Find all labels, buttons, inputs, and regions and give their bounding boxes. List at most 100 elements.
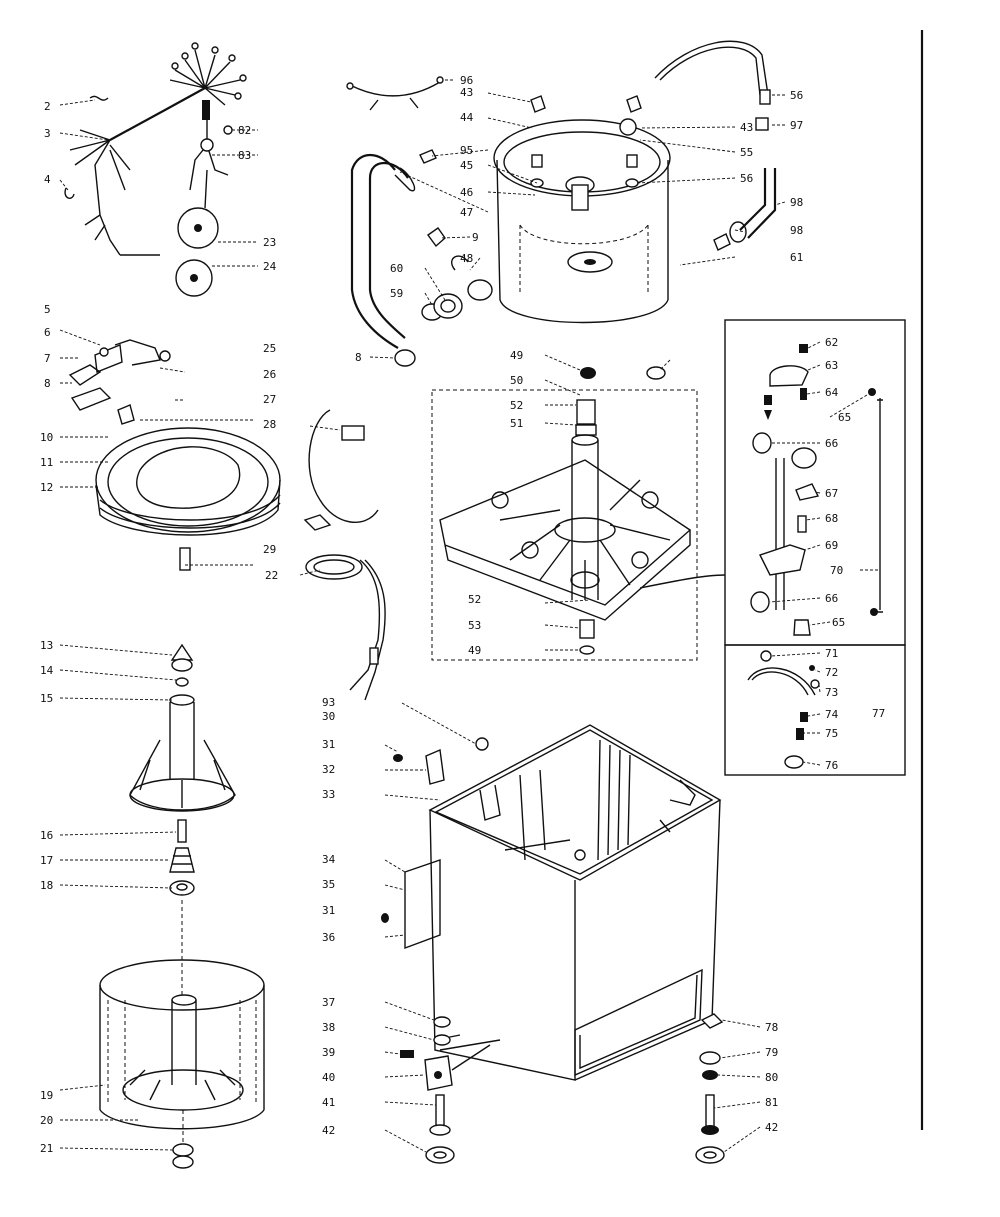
callout-25: 25 [263, 342, 276, 355]
callout-17: 17 [40, 854, 53, 867]
callout-6: 6 [44, 326, 51, 339]
callout-37: 37 [322, 996, 335, 1009]
cabinet [428, 724, 722, 1081]
callout-26: 26 [263, 368, 276, 381]
lid-switch-parts [68, 339, 171, 425]
callout-5: 5 [44, 303, 51, 316]
callout-24: 24 [263, 260, 277, 273]
callout-8b: 8 [355, 351, 362, 364]
callout-38: 38 [322, 1021, 335, 1034]
callout-82: 82 [238, 124, 251, 137]
callout-70: 70 [830, 564, 843, 577]
leveling-leg-parts [695, 1013, 725, 1164]
callout-52a: 52 [510, 399, 523, 412]
callout-48: 48 [460, 252, 473, 265]
callout-31a: 31 [322, 738, 335, 751]
callout-45: 45 [460, 159, 473, 172]
callout-39: 39 [322, 1046, 335, 1059]
callout-10: 10 [40, 431, 53, 444]
callout-84: 93 [322, 696, 335, 709]
callout-56a: 56 [740, 172, 753, 185]
callout-32: 32 [322, 763, 335, 776]
callout-11: 11 [40, 456, 53, 469]
agitator [129, 694, 236, 812]
suspension-inset [724, 319, 906, 646]
callout-20: 20 [40, 1114, 53, 1127]
callout-83: 83 [238, 149, 251, 162]
callout-78: 78 [765, 1021, 778, 1034]
callout-95: 96 [460, 74, 473, 87]
callout-16: 16 [40, 829, 53, 842]
callout-18: 18 [40, 879, 53, 892]
callout-77: 77 [872, 707, 885, 720]
callout-59: 59 [390, 287, 403, 300]
callout-49a: 49 [510, 349, 523, 362]
callout-69: 69 [825, 539, 838, 552]
fill-hose [654, 40, 777, 239]
callout-60: 60 [390, 262, 403, 275]
callout-79: 79 [765, 1046, 778, 1059]
callout-81: 81 [765, 1096, 778, 1109]
brake-inset [724, 644, 906, 776]
callout-72: 72 [825, 666, 838, 679]
callout-34: 34 [322, 853, 336, 866]
callout-52b: 52 [468, 593, 481, 606]
callout-80: 80 [765, 1071, 778, 1084]
callout-2: 2 [44, 100, 51, 113]
callout-50: 50 [510, 374, 523, 387]
callout-23: 23 [263, 236, 276, 249]
callout-96: 97 [790, 119, 803, 132]
callout-65b: 65 [832, 616, 845, 629]
hoses-and-pump [346, 76, 493, 367]
callout-35: 35 [322, 878, 335, 891]
callout-33: 33 [322, 788, 335, 801]
callout-9: 9 [472, 231, 479, 244]
callout-41: 41 [322, 1096, 335, 1109]
callout-40: 40 [322, 1071, 335, 1084]
callout-7: 7 [44, 352, 51, 365]
callout-15: 15 [40, 692, 53, 705]
callout-43a: 43 [460, 86, 473, 99]
leader-lines [59, 79, 880, 1153]
callout-22: 22 [265, 569, 278, 582]
callout-75: 75 [825, 727, 838, 740]
callout-13: 13 [40, 639, 53, 652]
callout-76: 76 [825, 759, 838, 772]
callout-42b: 42 [765, 1121, 778, 1134]
callout-19: 19 [40, 1089, 53, 1102]
callout-labels: 2 3 4 5 6 7 8 10 11 12 13 14 15 16 17 18… [40, 74, 885, 1155]
callout-21: 21 [40, 1142, 53, 1155]
callout-27: 27 [263, 393, 276, 406]
callout-47: 47 [460, 206, 473, 219]
callout-98: 98 [790, 224, 803, 237]
callout-42a: 42 [322, 1124, 335, 1137]
callout-43b: 43 [740, 121, 753, 134]
callout-71: 71 [825, 647, 838, 660]
callout-67: 67 [825, 487, 838, 500]
callout-53: 53 [468, 619, 481, 632]
callout-56b: 56 [790, 89, 803, 102]
callout-74: 74 [825, 708, 839, 721]
callout-61: 61 [790, 251, 803, 264]
outer-tub [493, 95, 747, 324]
callout-28: 28 [263, 418, 276, 431]
callout-55: 55 [740, 146, 753, 159]
tub-ring [95, 427, 281, 571]
wiring-harness [64, 42, 247, 297]
callout-36: 36 [322, 931, 335, 944]
callout-66a: 66 [825, 437, 838, 450]
callout-44: 44 [460, 111, 474, 124]
callout-51: 51 [510, 417, 523, 430]
callout-73: 73 [825, 686, 838, 699]
callout-93: 95 [460, 144, 473, 157]
callout-29: 29 [263, 543, 276, 556]
callout-3: 3 [44, 127, 51, 140]
motor-wiring [303, 409, 386, 701]
callout-64: 64 [825, 386, 839, 399]
transmission-mount [431, 366, 726, 661]
callout-31b: 31 [322, 904, 335, 917]
callout-49b: 49 [468, 644, 481, 657]
callout-66b: 66 [825, 592, 838, 605]
callout-62: 62 [825, 336, 838, 349]
